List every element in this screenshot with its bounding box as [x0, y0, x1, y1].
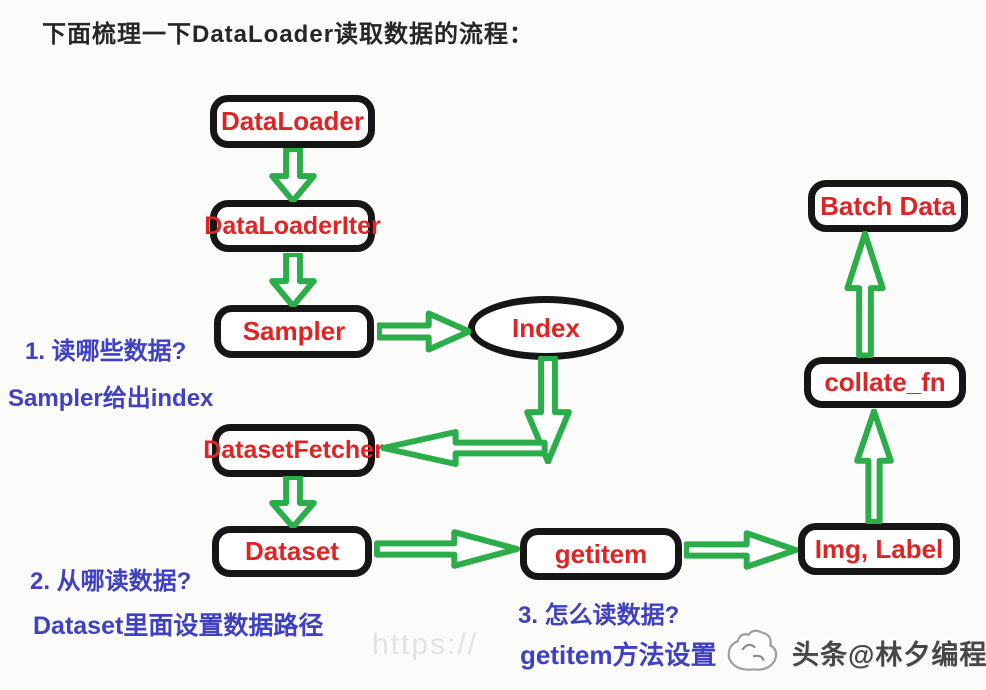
toutiao-logo-icon — [727, 629, 778, 671]
node-batch-data-label: Batch Data — [820, 190, 956, 221]
arrow-index-down-icon — [522, 356, 574, 464]
node-batch-data: Batch Data — [808, 180, 968, 232]
url-watermark: https:// — [372, 628, 479, 661]
node-collate-fn: collate_fn — [804, 357, 966, 408]
note-1-answer: Sampler给出index — [8, 385, 214, 412]
arrow-sampler-to-index-icon — [377, 309, 471, 354]
arrow-dataloader-to-dataloaderiter-icon — [267, 148, 319, 202]
node-datasetfetcher: DatasetFetcher — [203, 424, 384, 477]
note-3-question: 3. 怎么读数据? — [518, 602, 680, 629]
arrow-datasetfetcher-to-dataset-icon — [267, 476, 319, 528]
node-img-label: Img, Label — [798, 523, 960, 575]
note-2-answer: Dataset里面设置数据路径 — [33, 612, 324, 640]
note-3-answer: getitem方法设置 — [520, 640, 717, 670]
node-dataset-label: Dataset — [245, 536, 339, 566]
node-datasetfetcher-label: DatasetFetcher — [203, 436, 384, 464]
page-title: 下面梳理一下DataLoader读取数据的流程： — [42, 21, 535, 48]
arrow-dataset-to-getitem-icon — [374, 528, 520, 570]
node-dataloader: DataLoader — [210, 95, 375, 148]
note-1-question: 1. 读哪些数据? — [25, 338, 187, 365]
node-sampler-label: Sampler — [242, 316, 346, 346]
arrow-imglabel-to-collatefn-icon — [853, 409, 895, 524]
arrow-getitem-to-imglabel-icon — [684, 529, 798, 571]
node-getitem: getitem — [520, 528, 682, 580]
node-index: Index — [468, 296, 624, 360]
node-sampler: Sampler — [214, 305, 374, 358]
credit-watermark: 头条@林夕编程 — [792, 640, 986, 670]
node-dataloader-label: DataLoader — [220, 106, 365, 136]
node-img-label-label: Img, Label — [814, 533, 944, 564]
node-dataset: Dataset — [212, 526, 372, 577]
node-dataloaderiter: DataLoaderIter — [204, 200, 381, 252]
arrow-collatefn-to-batchdata-icon — [843, 231, 887, 358]
node-collate-fn-label: collate_fn — [824, 367, 946, 397]
node-getitem-label: getitem — [554, 538, 648, 569]
note-2-question: 2. 从哪读数据? — [30, 568, 192, 595]
node-dataloaderiter-label: DataLoaderIter — [204, 211, 381, 240]
arrow-dataloaderiter-to-sampler-icon — [267, 253, 319, 307]
node-index-label: Index — [512, 312, 580, 343]
arrow-index-to-datasetfetcher-icon — [380, 428, 548, 468]
